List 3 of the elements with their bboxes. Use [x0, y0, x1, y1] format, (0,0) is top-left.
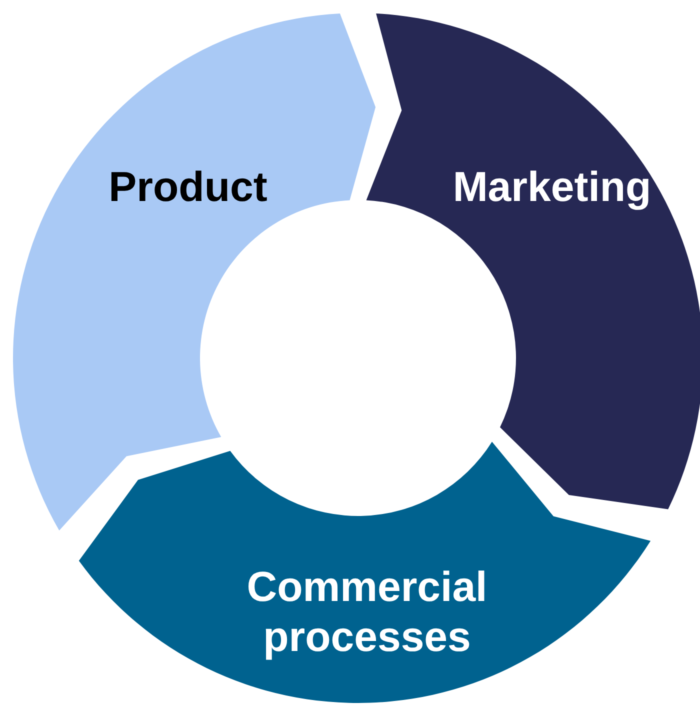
segment-label: Product: [108, 162, 268, 212]
segment-label: Marketing: [452, 162, 652, 212]
segment-label: Commercial processes: [246, 562, 488, 662]
